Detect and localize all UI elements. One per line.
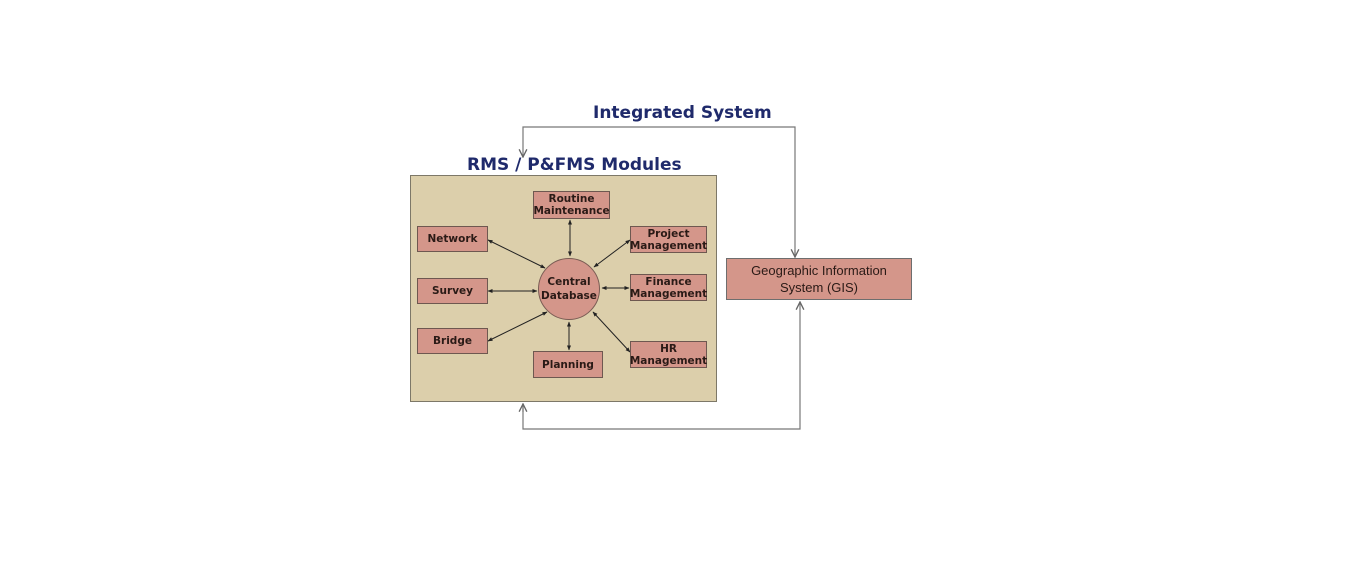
module-network: Network (417, 226, 488, 252)
module-label: Bridge (433, 335, 472, 347)
module-label-line2: Maintenance (533, 205, 610, 217)
module-label: Planning (542, 358, 594, 371)
module-label: Survey (431, 285, 474, 297)
module-planning: Planning (533, 351, 603, 378)
module-label-line1: Routine (548, 193, 595, 205)
module-label-line1: Project (647, 227, 690, 240)
module-label: Network (427, 233, 478, 245)
module-bridge: Bridge (417, 328, 488, 354)
modules-title: RMS / P&FMS Modules (467, 155, 682, 175)
module-label-line2: Management (629, 239, 708, 252)
module-label-line2: Management (629, 287, 708, 300)
central-database-line1: Central (547, 276, 591, 288)
module-label-line1: HR (660, 342, 677, 355)
module-label-line1: Finance (645, 275, 692, 288)
gis-label-line2: System (GIS) (779, 280, 858, 295)
module-survey: Survey (417, 278, 488, 304)
central-database-line2: Database (541, 290, 597, 302)
integrated-system-title: Integrated System (593, 103, 772, 123)
module-label-line2: Management (629, 354, 708, 367)
gis-label-line1: Geographic Information (751, 263, 887, 278)
